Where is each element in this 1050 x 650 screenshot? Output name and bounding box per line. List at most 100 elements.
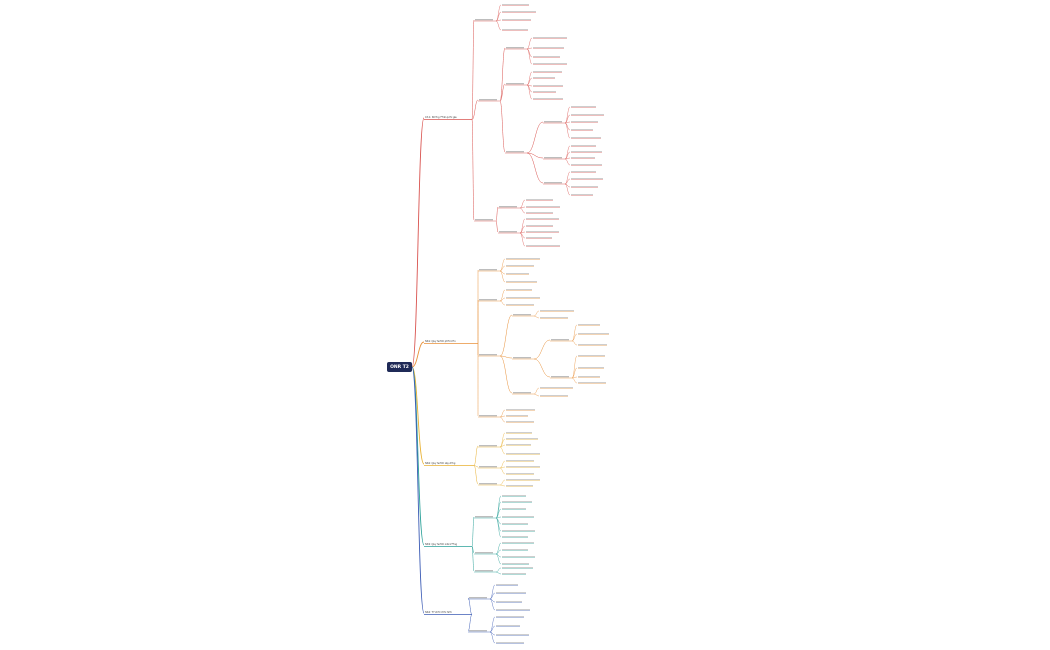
leaf-text (571, 121, 598, 123)
leaf-text (506, 466, 540, 468)
leaf-text (506, 485, 533, 487)
group-label (479, 354, 497, 356)
group-label (479, 466, 497, 468)
leaf-text (502, 29, 528, 31)
leaf-text (496, 625, 520, 627)
group-label (506, 47, 524, 49)
leaf-text (571, 194, 593, 196)
leaf-text (502, 501, 532, 503)
group-label (479, 299, 497, 301)
leaf-text (496, 592, 526, 594)
leaf-text (506, 421, 534, 423)
leaf-text (533, 63, 567, 65)
leaf-text (533, 91, 556, 93)
leaf-text (502, 516, 534, 518)
leaf-text (571, 151, 602, 153)
group-label (479, 415, 497, 417)
group-label (475, 552, 493, 554)
leaf-text (496, 642, 524, 644)
leaf-text (533, 77, 555, 79)
leaf-text (506, 444, 531, 446)
leaf-text (526, 225, 553, 227)
branch-label-2[interactable]: NK1: Quy ho?ch ph?t tri?n (425, 340, 456, 343)
leaf-text (571, 178, 603, 180)
leaf-text (496, 609, 530, 611)
group-label (544, 121, 562, 123)
branch-label-5[interactable]: NK4: T? ch?c th?c hi?n (425, 611, 452, 614)
leaf-text (571, 137, 601, 139)
leaf-text (506, 273, 529, 275)
root-label: ONR T2 (390, 364, 409, 370)
group-label (513, 357, 531, 359)
leaf-text (571, 114, 604, 116)
group-label (506, 83, 524, 85)
leaf-text (533, 56, 560, 58)
leaf-text (506, 438, 538, 440)
leaf-text (502, 536, 528, 538)
root-node[interactable]: ONR T2 (387, 362, 412, 372)
leaf-text (502, 563, 529, 565)
leaf-text (533, 71, 562, 73)
leaf-text (571, 129, 593, 131)
leaf-text (506, 460, 534, 462)
leaf-text (506, 297, 540, 299)
leaf-text (526, 218, 559, 220)
group-label (544, 182, 562, 184)
group-label (499, 231, 517, 233)
group-label (479, 445, 497, 447)
leaf-text (506, 304, 534, 306)
leaf-text (502, 567, 533, 569)
group-label (475, 570, 493, 572)
leaf-text (502, 508, 526, 510)
leaf-text (496, 601, 522, 603)
leaf-text (502, 19, 531, 21)
leaf-text (578, 324, 600, 326)
leaf-text (526, 199, 553, 201)
group-label (499, 206, 517, 208)
group-label (475, 219, 493, 221)
leaf-text (578, 382, 606, 384)
leaf-text (526, 206, 560, 208)
leaf-text (571, 171, 596, 173)
group-label (551, 376, 569, 378)
leaf-text (540, 395, 568, 397)
leaf-text (526, 237, 552, 239)
leaf-text (578, 367, 604, 369)
leaf-text (506, 281, 537, 283)
leaf-text (533, 37, 567, 39)
leaf-text (578, 333, 609, 335)
leaf-text (502, 11, 536, 13)
leaf-text (540, 317, 568, 319)
group-label (469, 597, 487, 599)
group-label (479, 99, 497, 101)
leaf-text (506, 479, 540, 481)
leaf-text (506, 289, 532, 291)
leaf-text (502, 530, 535, 532)
leaf-text (526, 212, 553, 214)
leaf-text (540, 310, 574, 312)
group-label (475, 19, 493, 21)
leaf-text (506, 473, 534, 475)
leaf-text (506, 432, 532, 434)
branch-label-3[interactable]: NK2: Quy ho?ch xây d?ng (425, 462, 456, 465)
group-label (551, 339, 569, 341)
leaf-text (502, 549, 528, 551)
leaf-text (526, 231, 559, 233)
branch-label-1[interactable]: Ch 1: Kh?ng ??nh qu?c gia (425, 116, 457, 119)
leaf-text (506, 265, 534, 267)
leaf-text (578, 355, 605, 357)
leaf-text (571, 164, 602, 166)
leaf-text (571, 186, 598, 188)
group-label (479, 269, 497, 271)
leaf-text (502, 556, 535, 558)
leaf-text (540, 387, 573, 389)
branch-label-4[interactable]: NK3: Quy ho?ch môi tr??ng (425, 543, 458, 546)
leaf-text (533, 47, 564, 49)
leaf-text (496, 634, 529, 636)
leaf-text (506, 415, 528, 417)
group-label (506, 151, 524, 153)
group-label (544, 157, 562, 159)
leaf-text (502, 523, 528, 525)
leaf-text (571, 157, 595, 159)
